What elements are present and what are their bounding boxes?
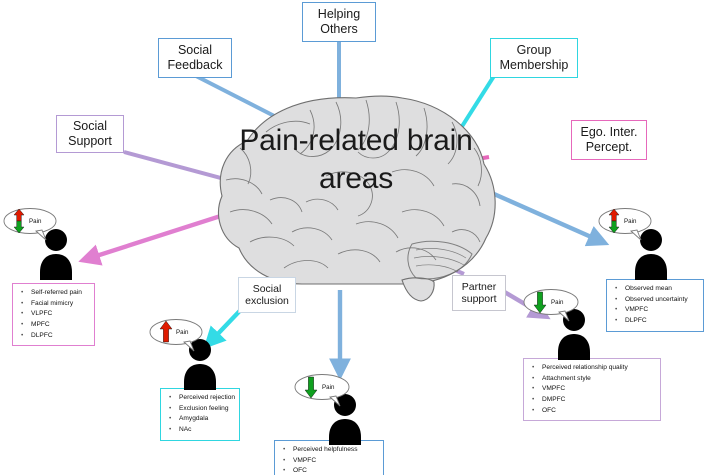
list-item: OFC <box>532 406 657 417</box>
list-item: VMPFC <box>283 456 380 467</box>
node-partner-support-line2: support <box>461 293 497 305</box>
pain-bubble-social-exclusion: Pain <box>148 317 208 358</box>
list-item: Perceived rejection <box>169 393 236 404</box>
list-item: Perceived helpfulness <box>283 445 380 456</box>
pain-bubble-label: Pain <box>29 218 42 225</box>
node-ego-inter-percept[interactable]: Ego. Inter. Percept. <box>571 120 647 160</box>
pain-bubble-helping-others: Pain <box>293 372 357 413</box>
pain-bubble-ego-percept: Pain <box>597 206 657 247</box>
node-social-support-line1: Social <box>72 119 108 134</box>
outcome-list-items: Self-referred pain Facial mimicry VLPFC … <box>17 288 91 341</box>
list-item: DLPFC <box>21 331 91 342</box>
list-item: NAc <box>169 425 236 436</box>
list-item: Exclusion feeling <box>169 404 236 415</box>
list-item: VLPFC <box>21 309 91 320</box>
outcome-list-items: Observed mean Observed uncertainty VMPFC… <box>611 284 700 327</box>
arrow-up-down-icon <box>13 208 25 234</box>
node-social-support[interactable]: Social Support <box>56 115 124 153</box>
person-figure-social-support <box>36 228 76 285</box>
list-item: OFC <box>283 466 380 475</box>
person-figure-helping-others <box>325 393 365 450</box>
page-title: Pain-related brain areas <box>206 122 506 199</box>
list-item: MPFC <box>21 320 91 331</box>
pain-bubble-social-support: Pain <box>2 206 62 247</box>
node-partner-support-line1: Partner <box>461 280 497 293</box>
node-group-membership-line2: Membership <box>499 58 569 72</box>
node-social-feedback-line1: Social <box>177 43 213 58</box>
node-social-exclusion[interactable]: Social exclusion <box>238 277 296 313</box>
outcome-list-partner-support: Perceived relationship quality Attachmen… <box>523 358 661 422</box>
arrow-up-icon <box>159 320 173 343</box>
outcome-list-social-support: Self-referred pain Facial mimicry VLPFC … <box>12 283 95 347</box>
node-ego-inter-percept-line2: Percept. <box>585 140 633 154</box>
person-figure-ego-percept <box>631 228 671 285</box>
list-item: Facial mimicry <box>21 299 91 310</box>
node-social-exclusion-line1: Social <box>252 282 282 295</box>
person-figure-partner-support <box>554 308 594 365</box>
node-helping-others-line2: Others <box>320 22 358 36</box>
outcome-list-items: Perceived helpfulness VMPFC OFC <box>279 445 380 475</box>
outcome-list-ego-percept: Observed mean Observed uncertainty VMPFC… <box>606 279 704 332</box>
node-group-membership-line1: Group <box>516 43 552 58</box>
list-item: Perceived relationship quality <box>532 363 657 374</box>
outcome-list-items: Perceived rejection Exclusion feeling Am… <box>165 393 236 436</box>
list-item: Observed mean <box>615 284 700 295</box>
outcome-list-items: Perceived relationship quality Attachmen… <box>528 363 657 416</box>
list-item: Self-referred pain <box>21 288 91 299</box>
node-social-support-line2: Support <box>68 134 112 148</box>
node-helping-others[interactable]: Helping Others <box>302 2 376 42</box>
node-helping-others-line1: Helping <box>317 7 361 22</box>
node-partner-support[interactable]: Partner support <box>452 275 506 311</box>
list-item: Observed uncertainty <box>615 295 700 306</box>
node-social-exclusion-line2: exclusion <box>245 295 289 307</box>
node-social-feedback[interactable]: Social Feedback <box>158 38 232 78</box>
pain-bubble-label: Pain <box>176 329 189 336</box>
list-item: Amygdala <box>169 414 236 425</box>
pain-bubble-label: Pain <box>551 299 564 306</box>
node-group-membership[interactable]: Group Membership <box>490 38 578 78</box>
list-item: DMPFC <box>532 395 657 406</box>
pain-bubble-partner-support: Pain <box>522 287 586 328</box>
list-item: DLPFC <box>615 316 700 327</box>
pain-bubble-label: Pain <box>624 218 637 225</box>
node-social-feedback-line2: Feedback <box>167 58 223 72</box>
arrow-down-icon <box>304 376 318 399</box>
outcome-list-social-exclusion: Perceived rejection Exclusion feeling Am… <box>160 388 240 441</box>
brain-illustration <box>206 92 506 302</box>
list-item: VMPFC <box>532 384 657 395</box>
node-ego-inter-percept-line1: Ego. Inter. <box>580 125 638 140</box>
list-item: VMPFC <box>615 305 700 316</box>
outcome-list-helping-others: Perceived helpfulness VMPFC OFC <box>274 440 384 475</box>
pain-bubble-label: Pain <box>322 384 335 391</box>
list-item: Attachment style <box>532 374 657 385</box>
arrow-up-down-icon <box>608 208 620 234</box>
brain-title-line1: Pain-related <box>239 124 399 157</box>
